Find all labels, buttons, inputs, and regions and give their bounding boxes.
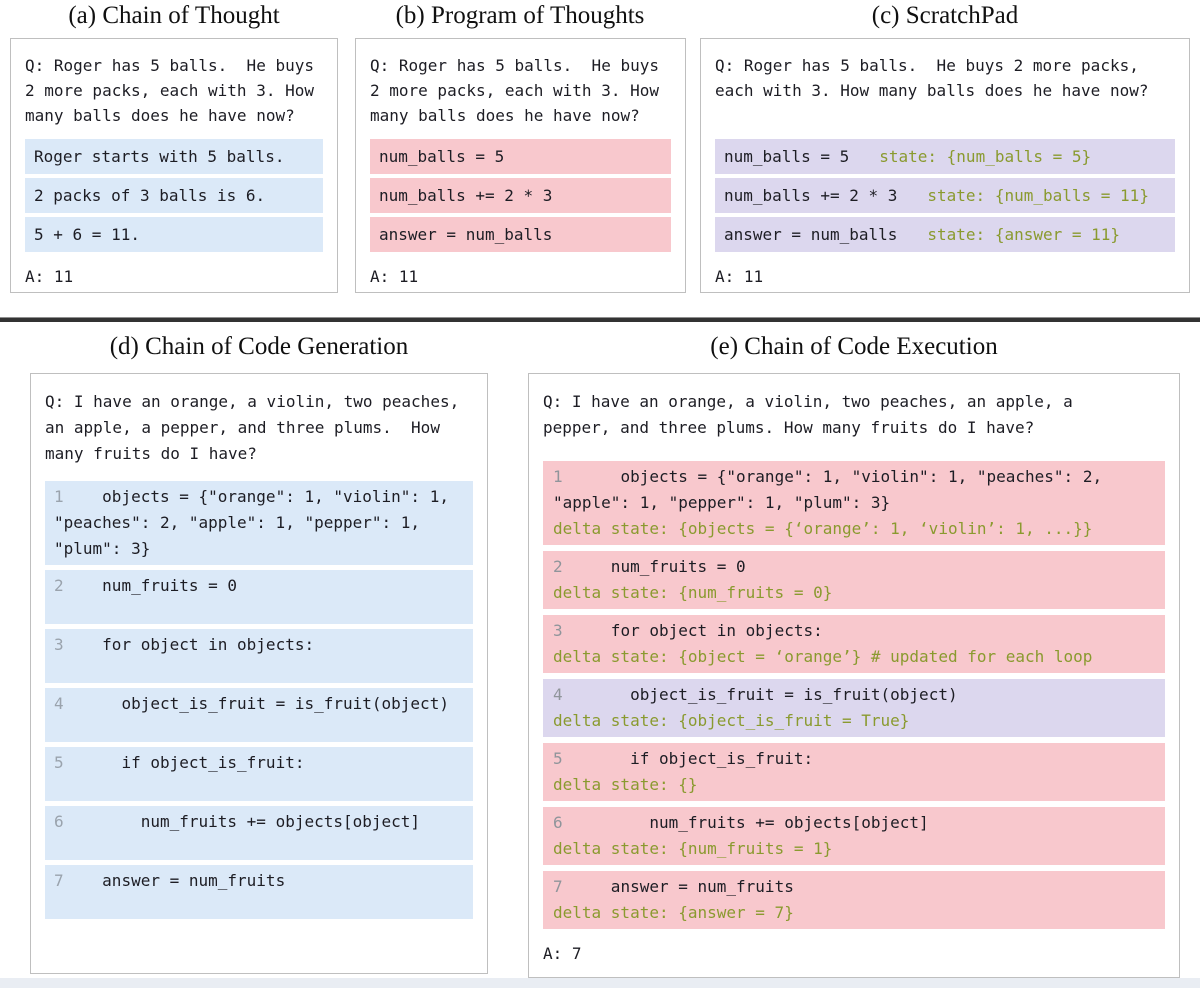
- line-number: 4: [553, 685, 563, 704]
- reasoning-step: 2 packs of 3 balls is 6.: [25, 178, 323, 213]
- panel-c-title: (c) ScratchPad: [871, 2, 1019, 29]
- code-text: objects = {"orange": 1, "violin": 1, "pe…: [54, 487, 459, 558]
- code-step: num_balls = 5: [370, 139, 671, 174]
- code-text: num_balls += 2 * 3: [724, 186, 898, 205]
- line-number: 1: [54, 487, 64, 506]
- scratchpad-row: num_balls += 2 * 3 state: {num_balls = 11…: [715, 178, 1175, 213]
- panel-d-title: (d) Chain of Code Generation: [109, 333, 409, 360]
- answer: A: 11: [370, 267, 419, 286]
- code-text: num_fruits += objects[object]: [562, 813, 929, 832]
- code-line: 6 num_fruits += objects[object]: [45, 806, 473, 860]
- question: Q: Roger has 5 balls. He buys 2 more pac…: [25, 56, 314, 125]
- code-text: if object_is_fruit:: [63, 753, 305, 772]
- code-text: object_is_fruit = is_fruit(object): [63, 694, 449, 713]
- delta-state: delta state: {num_fruits = 0}: [553, 583, 833, 602]
- line-number: 5: [54, 753, 64, 772]
- execution-line: 6 num_fruits += objects[object] delta sta…: [543, 807, 1165, 865]
- code-text: for object in objects:: [562, 621, 823, 640]
- scratchpad-rows: num_balls = 5 state: {num_balls = 5} num_…: [715, 139, 1175, 252]
- question: Q: Roger has 5 balls. He buys 2 more pac…: [715, 56, 1149, 100]
- execution-line: 3 for object in objects: delta state: {ob…: [543, 615, 1165, 673]
- line-number: 5: [553, 749, 563, 768]
- code-text: object_is_fruit = is_fruit(object): [562, 685, 958, 704]
- question: Q: Roger has 5 balls. He buys 2 more pac…: [370, 56, 659, 125]
- delta-state: delta state: {}: [553, 775, 698, 794]
- reasoning-steps: Roger starts with 5 balls. 2 packs of 3 …: [25, 139, 323, 252]
- execution-line-lmulator: 4 object_is_fruit = is_fruit(object)delt…: [543, 679, 1165, 737]
- code-step: num_balls += 2 * 3: [370, 178, 671, 213]
- delta-state: delta state: {object_is_fruit = True}: [553, 711, 910, 730]
- execution-line: 1 objects = {"orange": 1, "violin": 1, "…: [543, 461, 1165, 545]
- delta-state: delta state: {objects = {‘orange’: 1, ‘v…: [553, 519, 1093, 538]
- generated-code-rows: 1 objects = {"orange": 1, "violin": 1, "…: [45, 481, 473, 919]
- code-line: 7 answer = num_fruits: [45, 865, 473, 919]
- panel-b-title: (b) Program of Thoughts: [395, 2, 645, 29]
- delta-state: delta state: {object = ‘orange’} # updat…: [553, 647, 1093, 666]
- code-text: objects = {"orange": 1, "violin": 1, "pe…: [553, 467, 1112, 512]
- code-line: 1 objects = {"orange": 1, "violin": 1, "…: [45, 481, 473, 565]
- reasoning-step: 5 + 6 = 11.: [25, 217, 323, 252]
- panel-chain-of-thought: Q: Roger has 5 balls. He buys 2 more pac…: [10, 38, 338, 293]
- execution-line: 5 if object_is_fruit:delta state: {}: [543, 743, 1165, 801]
- question: Q: I have an orange, a violin, two peach…: [45, 392, 460, 463]
- panel-chain-of-code-generation: Q: I have an orange, a violin, two peach…: [30, 373, 488, 974]
- line-number: 7: [553, 877, 563, 896]
- code-text: answer = num_fruits: [63, 871, 286, 890]
- panel-e-title: (e) Chain of Code Execution: [710, 333, 998, 360]
- bottom-background-band: [0, 978, 1200, 988]
- section-divider: [0, 317, 1200, 322]
- scratchpad-row: answer = num_balls state: {answer = 11}: [715, 217, 1175, 252]
- code-text: num_balls = 5: [724, 147, 850, 166]
- code-steps: num_balls = 5 num_balls += 2 * 3 answer …: [370, 139, 671, 252]
- line-number: 2: [553, 557, 563, 576]
- scratchpad-row: num_balls = 5 state: {num_balls = 5}: [715, 139, 1175, 174]
- line-number: 7: [54, 871, 64, 890]
- line-number: 6: [54, 812, 64, 831]
- code-text: num_fruits += objects[object]: [63, 812, 421, 831]
- question: Q: I have an orange, a violin, two peach…: [543, 392, 1073, 437]
- line-number: 3: [553, 621, 563, 640]
- line-number: 1: [553, 467, 563, 486]
- code-line: 4 object_is_fruit = is_fruit(object): [45, 688, 473, 742]
- code-text: num_fruits = 0: [562, 557, 746, 576]
- state-trace: state: {num_balls = 11}: [927, 186, 1149, 205]
- panel-chain-of-code-execution: Q: I have an orange, a violin, two peach…: [528, 373, 1180, 978]
- answer: A: 11: [715, 267, 764, 286]
- execution-line: 2 num_fruits = 0 delta state: {num_fruits…: [543, 551, 1165, 609]
- code-line: 5 if object_is_fruit:: [45, 747, 473, 801]
- answer: A: 7: [543, 944, 582, 963]
- delta-state: delta state: {answer = 7}: [553, 903, 794, 922]
- answer: A: 11: [25, 267, 74, 286]
- line-number: 6: [553, 813, 563, 832]
- panel-scratchpad: Q: Roger has 5 balls. He buys 2 more pac…: [700, 38, 1190, 293]
- line-number: 4: [54, 694, 64, 713]
- state-trace: state: {answer = 11}: [927, 225, 1121, 244]
- line-number: 2: [54, 576, 64, 595]
- code-step: answer = num_balls: [370, 217, 671, 252]
- code-text: answer = num_fruits: [562, 877, 794, 896]
- panel-program-of-thoughts: Q: Roger has 5 balls. He buys 2 more pac…: [355, 38, 686, 293]
- panel-a-title: (a) Chain of Thought: [68, 2, 280, 29]
- code-text: for object in objects:: [63, 635, 315, 654]
- code-text: answer = num_balls: [724, 225, 898, 244]
- line-number: 3: [54, 635, 64, 654]
- executed-code-rows: 1 objects = {"orange": 1, "violin": 1, "…: [543, 461, 1165, 929]
- code-line: 2 num_fruits = 0: [45, 570, 473, 624]
- code-text: num_fruits = 0: [63, 576, 238, 595]
- code-line: 3 for object in objects:: [45, 629, 473, 683]
- code-text: if object_is_fruit:: [562, 749, 814, 768]
- delta-state: delta state: {num_fruits = 1}: [553, 839, 833, 858]
- reasoning-step: Roger starts with 5 balls.: [25, 139, 323, 174]
- state-trace: state: {num_balls = 5}: [879, 147, 1092, 166]
